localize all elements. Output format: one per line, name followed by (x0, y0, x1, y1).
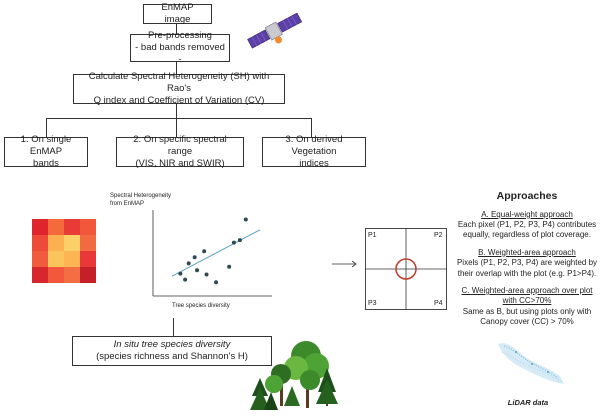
insitu-line1: In situ tree species diversity (113, 339, 231, 351)
lidar-label: LiDAR data (507, 398, 549, 407)
scatter-point (243, 217, 248, 222)
heatmap-cell (32, 267, 48, 283)
heatmap-cell (48, 267, 64, 283)
option2-line1: 2. On specific spectral range (133, 134, 227, 158)
connector-2 (176, 62, 177, 74)
approach-c-line1: Same as B, but using plots only with (462, 306, 592, 316)
trees-icon (250, 341, 338, 410)
approaches-title: Approaches (496, 190, 558, 202)
approach-a-line2: equally, regardless of plot coverage. (463, 230, 591, 240)
lidar-point-cloud-icon (498, 343, 564, 384)
scatter-trend-line (171, 229, 261, 277)
scatter-point (178, 271, 183, 276)
sh-label-line2: Q index and Coefficient of Variation (CV… (93, 94, 265, 106)
pixel-p1-label: P1 (368, 232, 377, 239)
heatmap-cell (32, 219, 48, 235)
approach-a-line1: Each pixel (P1, P2, P3, P4) contributes (457, 220, 597, 230)
branch-left (46, 118, 47, 137)
heatmap-cell (48, 251, 64, 267)
scatter-ylabel-line2: from EnMAP (110, 201, 144, 207)
heatmap-cell (80, 251, 96, 267)
heatmap-cell (80, 267, 96, 283)
heatmap-cell (64, 267, 80, 283)
heatmap-cell (80, 235, 96, 251)
option1-line2: bands (33, 157, 59, 169)
preprocessing-box: Pre-processing - bad bands removed - (130, 30, 230, 65)
branch-trunk (176, 104, 177, 118)
approach-c-line2: Canopy cover (CC) > 70% (480, 317, 574, 327)
option-spectral-range-box: 2. On specific spectral range (VIS, NIR … (116, 134, 244, 169)
preprocessing-label: Pre-processing (148, 30, 212, 42)
pixel-p4-label: P4 (434, 300, 443, 307)
approach-c-title-line2: with CC>70% (502, 296, 552, 306)
heatmap-cell (32, 235, 48, 251)
scatter-point (186, 261, 191, 266)
arrow-icon (332, 260, 357, 268)
approach-a-title: A. Equal-weight approach (481, 209, 573, 219)
scatter-point (202, 249, 207, 254)
heatmap-cell (80, 219, 96, 235)
approach-c-title-line1: C. Weighted-area approach over plot (461, 285, 593, 295)
branch-horizontal (46, 118, 311, 119)
scatter-point (183, 277, 188, 282)
option3-line2: indices (299, 157, 329, 169)
scatter-point (237, 238, 242, 243)
pixel-p2-label: P2 (434, 232, 443, 239)
scatter-point (227, 264, 232, 269)
preprocessing-sublabel: - bad bands removed - (135, 42, 225, 65)
option1-line1: 1. On single EnMAP (20, 134, 72, 158)
enmap-image-box: EnMAP image (143, 2, 212, 25)
satellite-icon (247, 12, 303, 49)
enmap-image-label: EnMAP image (161, 2, 194, 25)
sh-label-line1: Calculate Spectral Heterogeneity (SH) wi… (88, 71, 270, 95)
scatter-point (204, 272, 209, 277)
plot-circle (395, 258, 417, 280)
spectral-heatmap (32, 219, 96, 283)
option-single-bands-box: 1. On single EnMAP bands (4, 134, 88, 169)
approach-b-title: B. Weighted-area approach (478, 247, 576, 257)
heatmap-cell (64, 251, 80, 267)
scatter-xlabel: Tree species diversity (172, 303, 230, 309)
scatter-ylabel-line1: Spectral Heterogeneity (110, 193, 171, 199)
scatter-point (195, 268, 200, 273)
heatmap-cell (48, 219, 64, 235)
heatmap-cell (32, 251, 48, 267)
scatter-point (192, 255, 197, 260)
scatter-plot: Spectral Heterogeneity from EnMAP Tree s… (110, 193, 272, 309)
option-vegetation-indices-box: 3. On derived Vegetation indices (262, 134, 366, 169)
branch-right (311, 118, 312, 137)
scatter-point (231, 240, 236, 245)
approach-b-line1: Pixels (P1, P2, P3, P4) are weighted by (456, 258, 598, 268)
spectral-heterogeneity-box: Calculate Spectral Heterogeneity (SH) wi… (73, 71, 285, 106)
heatmap-cell (64, 219, 80, 235)
approach-b-line2: their overlap with the plot (e.g. P1>P4)… (457, 268, 597, 278)
insitu-diversity-box: In situ tree species diversity (species … (72, 336, 272, 366)
approaches-panel: Approaches A. Equal-weight approach Each… (454, 190, 600, 328)
pixel-p3-label: P3 (368, 300, 377, 307)
heatmap-cell (64, 235, 80, 251)
connector-insitu (173, 318, 174, 336)
option2-line2: (VIS, NIR and SWIR) (135, 157, 225, 169)
connector-1 (176, 24, 177, 34)
heatmap-cell (48, 235, 64, 251)
option3-line1: 3. On derived Vegetation (285, 134, 343, 158)
branch-middle (176, 118, 177, 137)
pixel-plot-diagram: P1 P2 P3 P4 (365, 228, 447, 310)
insitu-line2: (species richness and Shannon's H) (96, 351, 248, 362)
scatter-point (214, 280, 219, 285)
